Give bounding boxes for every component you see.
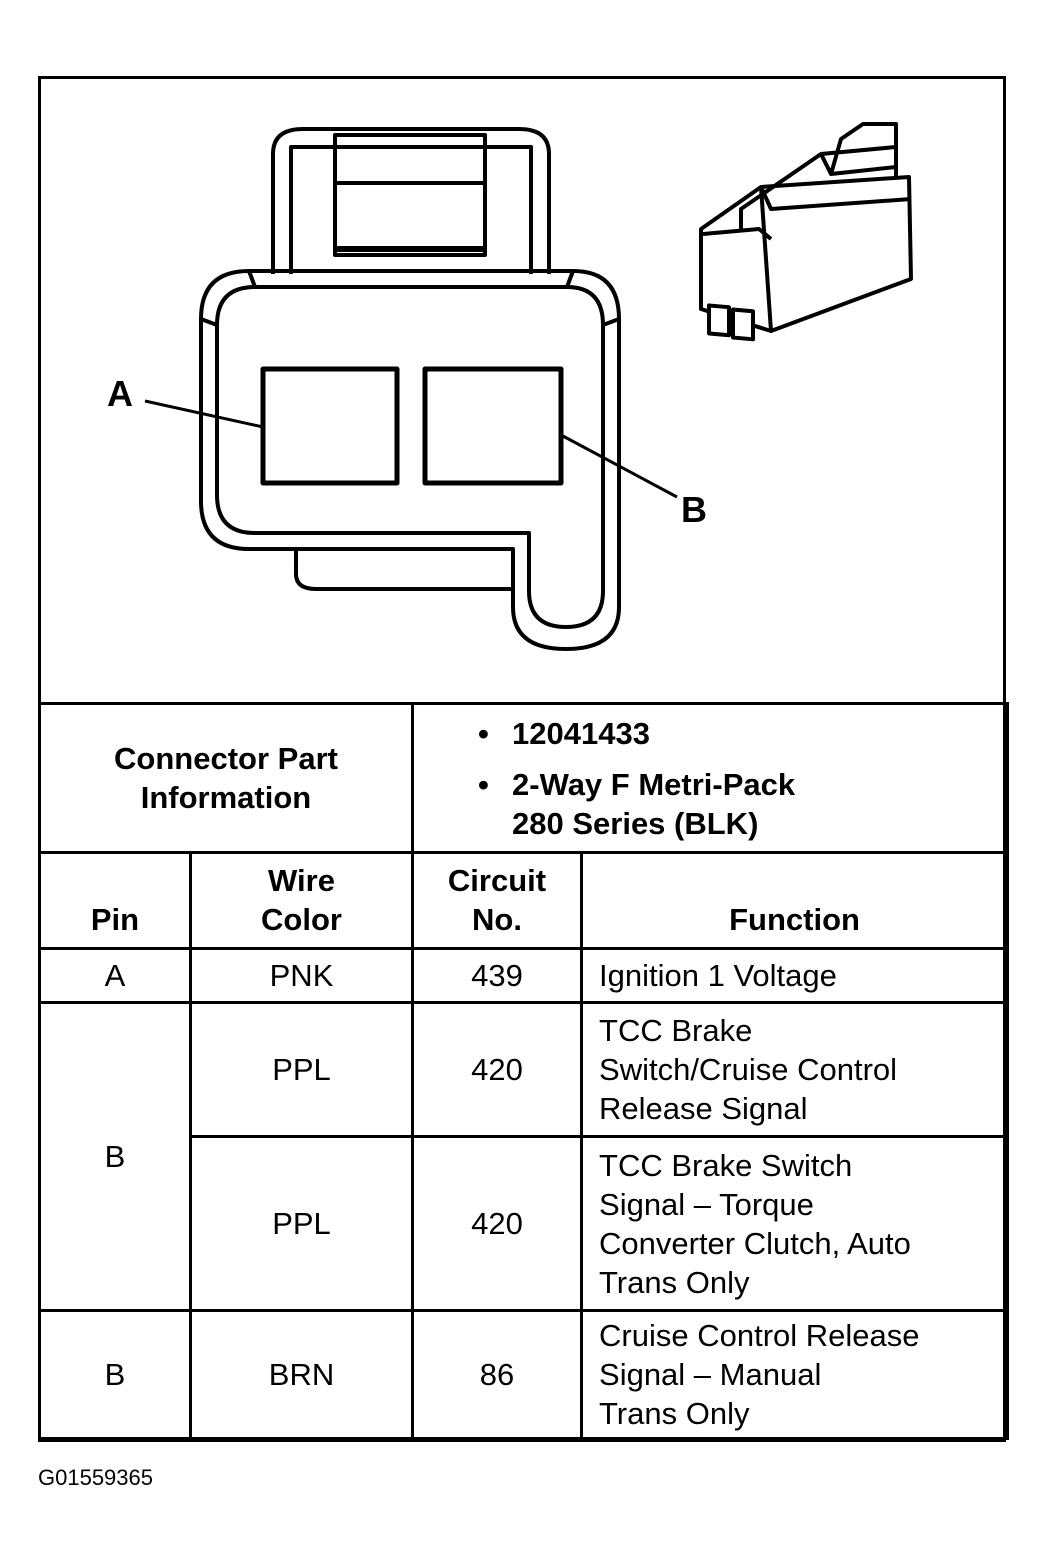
function-line: TCC Brake — [599, 1013, 753, 1048]
description-item: • 2-Way F Metri-Pack — [414, 765, 1006, 804]
header-circuit-line2: No. — [472, 902, 522, 937]
header-function: Function — [580, 851, 1010, 950]
wire-color-cell: PNK — [188, 947, 415, 1004]
connector-info-label: Connector Part Information — [37, 702, 415, 854]
circuit-cell: 420 — [411, 1001, 584, 1138]
part-number: 12041433 — [512, 715, 650, 751]
pin-cell: A — [38, 947, 192, 1004]
connector-latch — [271, 127, 551, 274]
pin-a-label: A — [107, 373, 133, 414]
pin-cell: B — [38, 1001, 192, 1312]
circuit-cell: 420 — [411, 1135, 584, 1312]
connector-info-label-line1: Connector Part — [114, 741, 338, 776]
wire-color-cell: PPL — [188, 1135, 415, 1312]
table-row: B PPL 420 TCC Brake Switch/Cruise Contro… — [38, 1001, 1010, 1312]
function-cell: Cruise Control Release Signal – Manual T… — [580, 1309, 1010, 1440]
header-circuit-line1: Circuit — [447, 863, 547, 898]
bullet-icon: • — [478, 766, 489, 802]
connector-body-outline — [199, 269, 621, 651]
wire-color-cell: PPL — [188, 1001, 415, 1138]
function-line: Trans Only — [599, 1264, 750, 1300]
function-line: Trans Only — [599, 1396, 750, 1431]
pin-b-label: B — [681, 489, 707, 530]
part-number-item: • 12041433 — [414, 714, 1006, 753]
pin-cell: B — [38, 1309, 192, 1440]
connector-figure-frame: A B Connector Part Information • 1204143… — [37, 76, 1010, 1442]
function-line: Cruise Control Release — [599, 1318, 920, 1353]
cavity-b — [422, 366, 564, 486]
table-row: A PNK 439 Ignition 1 Voltage — [38, 947, 1010, 1004]
header-wire-color: Wire Color — [188, 851, 415, 950]
function-line: Signal – Manual — [599, 1357, 822, 1392]
function-line: TCC Brake Switch — [599, 1147, 853, 1183]
figure-id: G01559365 — [38, 1465, 153, 1490]
function-cell: TCC Brake Switch Signal – Torque Convert… — [580, 1135, 1010, 1312]
header-row: Pin Wire Color Circuit No. Function — [38, 851, 1010, 950]
connector-info-label-line2: Information — [140, 780, 312, 815]
function-line: Signal – Torque — [599, 1186, 814, 1222]
table-row: B BRN 86 Cruise Control Release Signal –… — [38, 1309, 1010, 1440]
description-line1: 2-Way F Metri-Pack — [512, 766, 796, 802]
function-line: Release Signal — [599, 1091, 808, 1126]
function-line: Converter Clutch, Auto — [599, 1225, 911, 1261]
function-line: Switch/Cruise Control — [599, 1052, 898, 1087]
wire-color-cell: BRN — [188, 1309, 415, 1440]
connector-diagram: A B — [41, 79, 1003, 705]
function-cell: TCC Brake Switch/Cruise Control Release … — [580, 1001, 1010, 1138]
function-cell: Ignition 1 Voltage — [580, 947, 1010, 1004]
header-wire-color-line2: Color — [261, 902, 342, 937]
connector-face-drawing — [144, 122, 913, 651]
function-line: Ignition 1 Voltage — [599, 958, 837, 993]
header-circuit: Circuit No. — [411, 851, 584, 950]
cavity-a — [260, 366, 400, 486]
circuit-cell: 86 — [411, 1309, 584, 1440]
header-wire-color-line1: Wire — [268, 863, 335, 898]
header-pin: Pin — [38, 851, 192, 950]
bullet-icon: • — [478, 715, 489, 751]
circuit-cell: 439 — [411, 947, 584, 1004]
table-row: PPL 420 TCC Brake Switch Signal – Torque… — [40, 1135, 1010, 1312]
pinout-table: Connector Part Information • 12041433 • … — [37, 702, 1010, 1440]
connector-info-details: • 12041433 • 2-Way F Metri-Pack 280 Seri… — [411, 702, 1010, 854]
connector-iso-icon — [699, 122, 913, 342]
description-line2: 280 Series (BLK) — [512, 805, 759, 841]
connector-info-row: Connector Part Information • 12041433 • … — [37, 702, 1010, 854]
